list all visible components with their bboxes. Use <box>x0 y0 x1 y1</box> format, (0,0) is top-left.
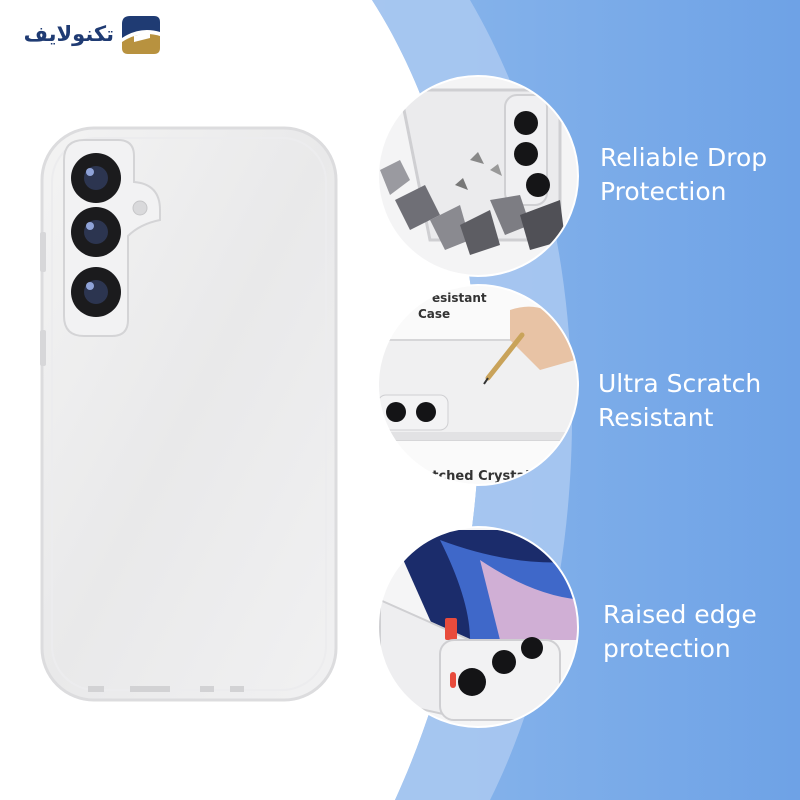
clear-phone-case-image <box>40 126 338 702</box>
feature-scratch-line2: Resistant <box>598 403 714 432</box>
drop-shatter-image <box>378 76 578 276</box>
feature-raised-edge: Raised edge protection <box>603 598 757 666</box>
brand-logo: تکنولایف <box>14 14 160 58</box>
feature-drop-protection: Reliable Drop Protection <box>600 141 767 209</box>
feature-raised-line2: protection <box>603 634 731 663</box>
inset-text-top-a: esistant <box>432 291 487 305</box>
raised-edge-image <box>378 527 578 727</box>
brand-logo-text: تکنولایف <box>23 22 114 46</box>
feature-raised-line1: Raised edge <box>603 600 757 629</box>
feature-scratch-resistant: Ultra Scratch Resistant <box>598 367 761 435</box>
technolife-logo-icon <box>122 16 160 54</box>
feature-drop-line1: Reliable Drop <box>600 143 768 172</box>
feature-drop-line2: Protection <box>600 177 727 206</box>
inset-text-top-b: Case <box>418 307 450 321</box>
scratch-pencil-image <box>378 285 578 485</box>
feature-scratch-line1: Ultra Scratch <box>598 369 762 398</box>
